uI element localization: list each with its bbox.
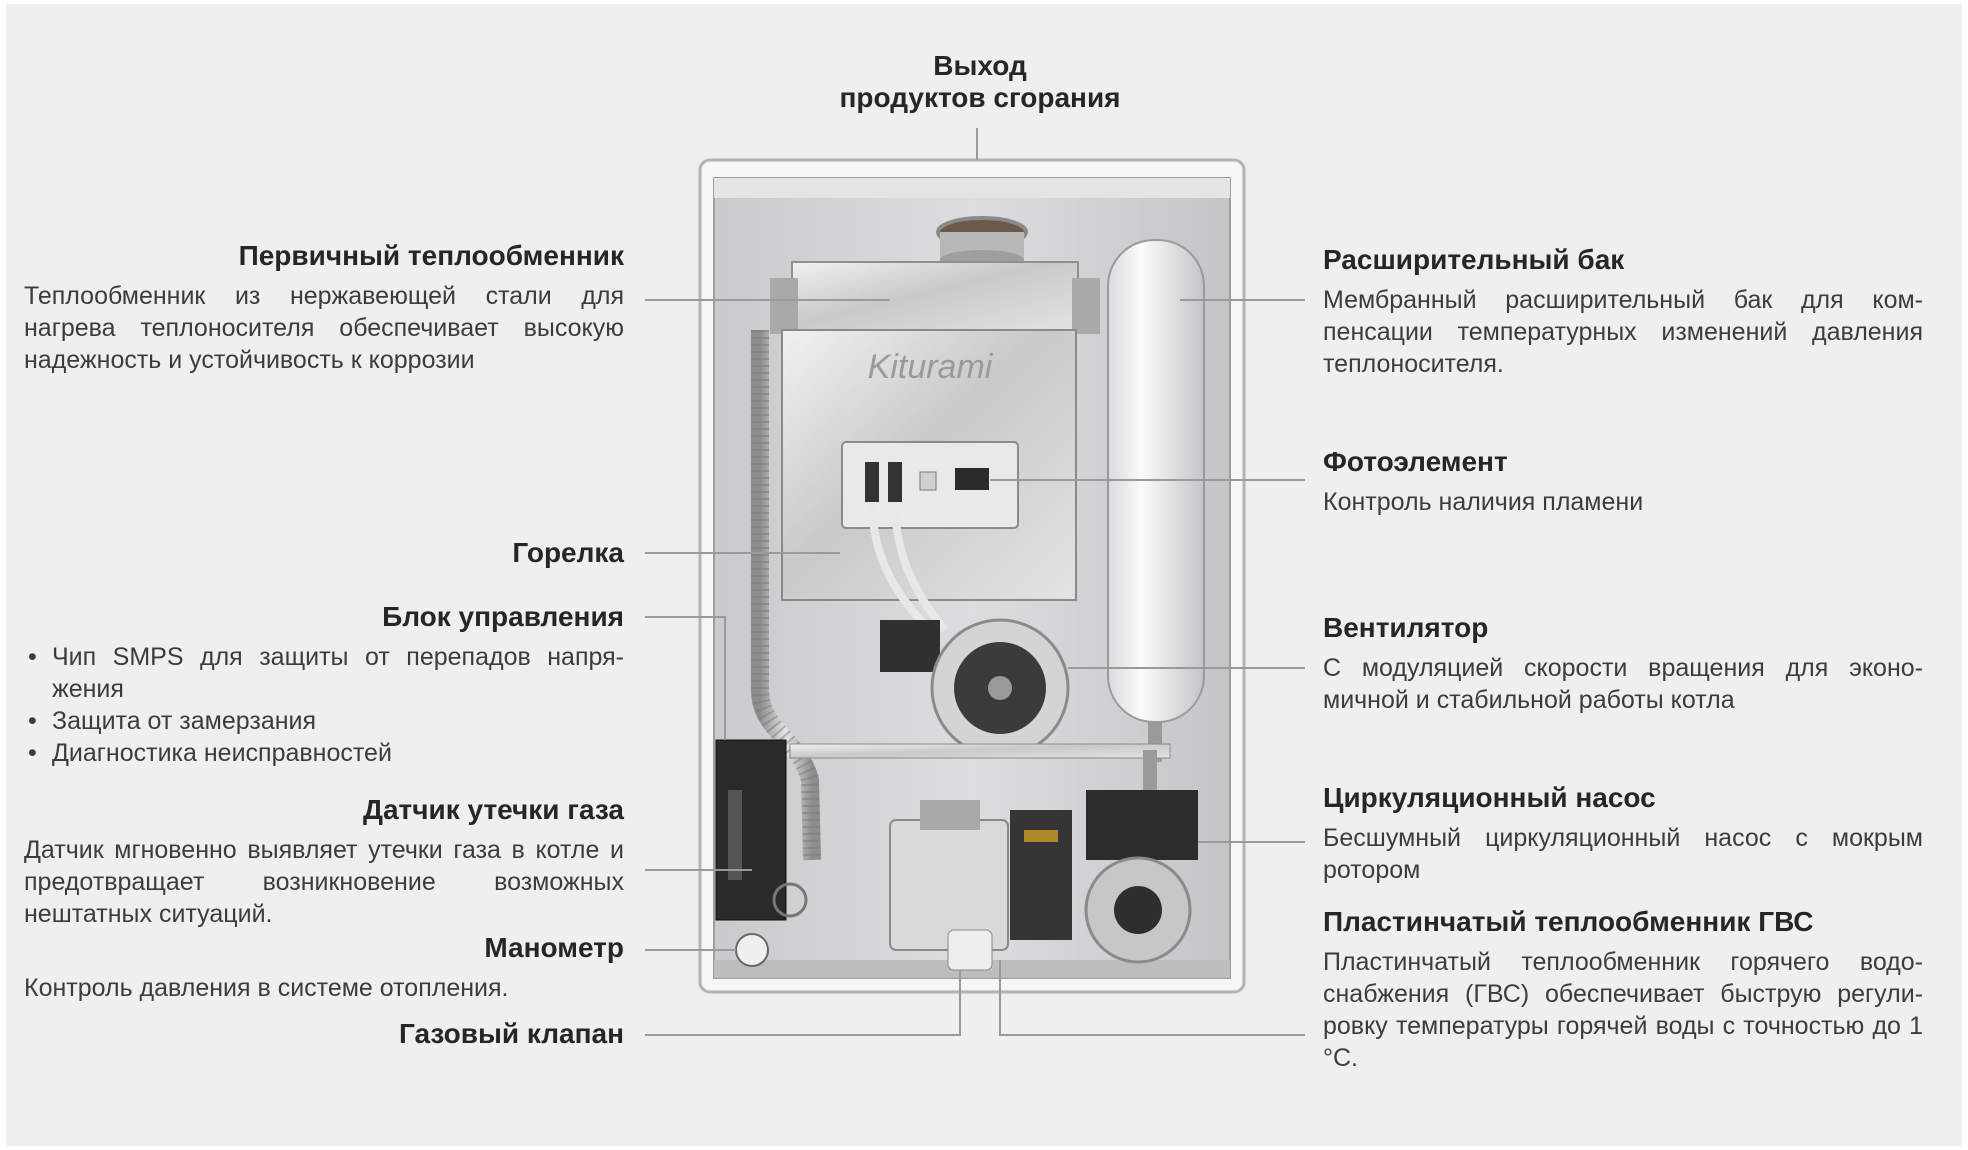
photocell-title: Фотоэлемент	[1323, 446, 1508, 477]
gas-leak-desc: Датчик мгновенно выявляет утечки газа в …	[24, 836, 624, 929]
control-title: Блок управления	[382, 601, 624, 632]
gas-leak-title: Датчик утечки газа	[363, 794, 624, 825]
control-feature-item: Защита от замерзания	[28, 705, 624, 737]
manometer-desc: Контроль давления в системе отопления.	[24, 974, 509, 1003]
control-unit	[715, 739, 787, 921]
burner-title: Горелка	[512, 537, 624, 568]
gas-valve	[889, 800, 1009, 971]
manometer-gauge	[735, 882, 808, 967]
fan-desc: С модуляцией скорости вращения для эконо…	[1323, 654, 1923, 715]
gas-valve-title: Газовый клапан	[399, 1018, 624, 1049]
control-feature-item: Чип SMPS для защиты от перепадов напря-ж…	[28, 641, 624, 705]
label-fan: Вентилятор С модуляцией скорости вращени…	[1323, 612, 1923, 716]
primary-hx-desc: Теплообменник из нержавеющей стали для н…	[24, 282, 624, 375]
label-gas-leak-sensor: Датчик утечки газа Датчик мгновенно выяв…	[24, 794, 624, 930]
pump-desc: Бесшумный циркуляционный насос с мокрым …	[1323, 824, 1923, 885]
corrugated-pipe	[751, 330, 821, 861]
label-expansion-tank: Расширительный бак Мембранный расширител…	[1323, 244, 1923, 380]
plate-hx-title: Пластинчатый теплообменник ГВС	[1323, 906, 1814, 937]
brand-logo: Kiturami	[868, 348, 994, 386]
photocell-desc: Контроль наличия пламени	[1323, 488, 1644, 517]
circulation-pump	[1084, 790, 1198, 964]
plate-hx-desc: Пластинчатый теплообменник горячего водо…	[1323, 948, 1923, 1073]
label-control-unit: Блок управления Чип SMPS для защиты от п…	[24, 601, 624, 769]
plate-heat-exchanger	[1010, 810, 1072, 940]
control-feature-list: Чип SMPS для защиты от перепадов напря-ж…	[24, 641, 624, 769]
manometer-title: Манометр	[484, 932, 624, 963]
leader-lines	[645, 128, 1305, 1036]
pump-title: Циркуляционный насос	[1323, 782, 1656, 813]
label-plate-heat-exchanger: Пластинчатый теплообменник ГВС Пластинча…	[1323, 906, 1923, 1074]
label-gas-valve: Газовый клапан	[24, 1018, 624, 1050]
label-manometer: Манометр Контроль давления в системе ото…	[24, 932, 624, 1004]
exhaust-title: Выход продуктов сгорания	[839, 50, 1121, 114]
burner-chamber: Kiturami	[781, 329, 1077, 633]
label-primary-heat-exchanger: Первичный теплообменник Теплообменник из…	[24, 240, 624, 376]
label-burner: Горелка	[24, 537, 624, 569]
expansion-tank	[1107, 239, 1205, 762]
photocell-sensor	[955, 468, 989, 490]
control-feature-item: Диагностика неисправностей	[28, 737, 624, 769]
expansion-desc: Мембранный расширительный бак для ком-пе…	[1323, 286, 1923, 379]
fan-unit	[880, 618, 1070, 758]
label-photocell: Фотоэлемент Контроль наличия пламени	[1323, 446, 1923, 518]
fan-title: Вентилятор	[1323, 612, 1489, 643]
label-circulation-pump: Циркуляционный насос Бесшумный циркуляци…	[1323, 782, 1923, 886]
label-exhaust: Выход продуктов сгорания	[780, 50, 1180, 114]
primary-hx-title: Первичный теплообменник	[238, 240, 624, 271]
expansion-title: Расширительный бак	[1323, 244, 1625, 275]
primary-heat-exchanger	[770, 261, 1100, 334]
